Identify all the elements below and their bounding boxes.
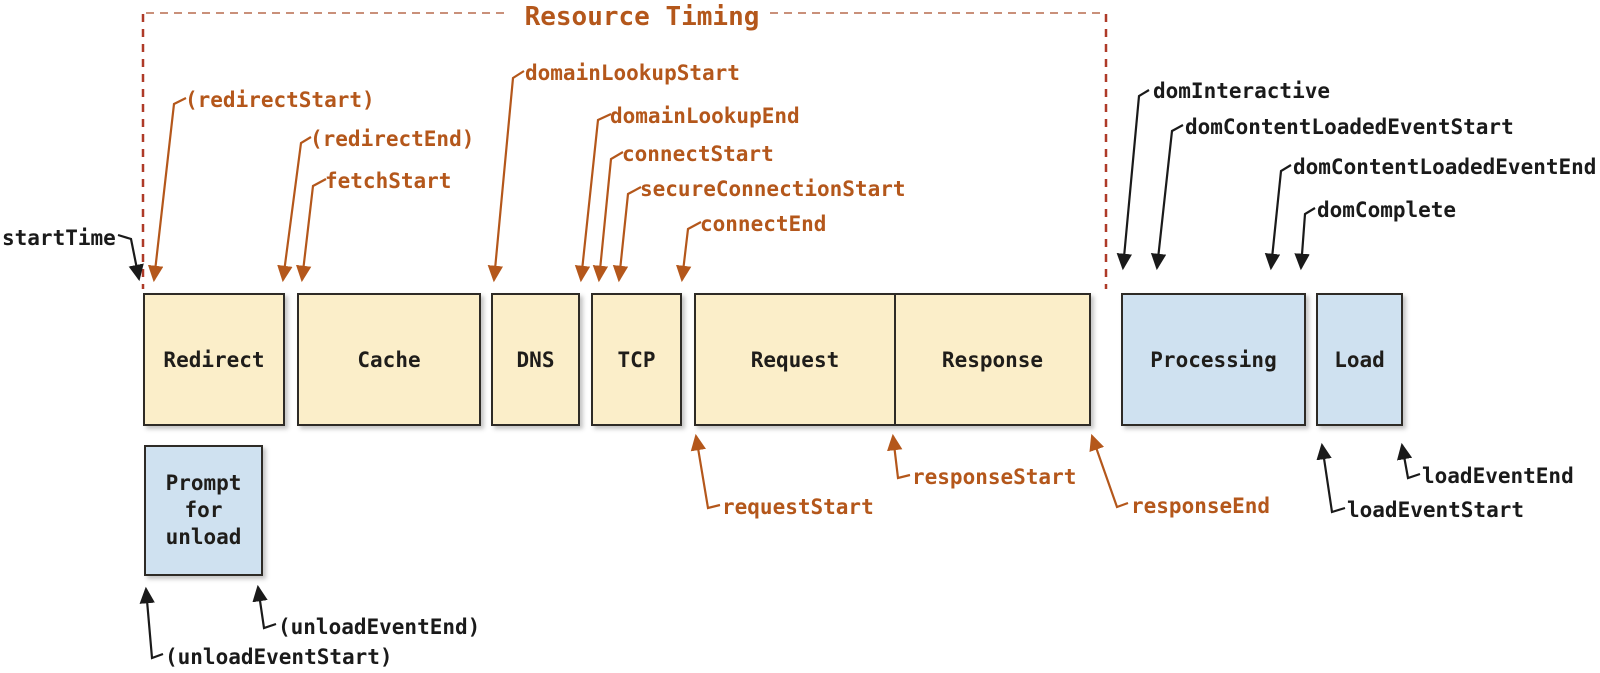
- phase-box-request-response: Request Response: [694, 293, 1091, 426]
- event-label-unload-event-start: (unloadEventStart): [165, 645, 393, 669]
- phase-label-response: Response: [941, 347, 1044, 372]
- arrow-load-event-start: [1316, 442, 1346, 514]
- phase-box-tcp: TCP: [591, 293, 682, 426]
- phase-box-request: Request: [696, 295, 894, 424]
- arrow-dom-complete: [1294, 207, 1316, 271]
- phase-box-response: Response: [894, 295, 1089, 424]
- phase-box-redirect: Redirect: [143, 293, 285, 426]
- arrow-secure-connection-start: [612, 186, 642, 283]
- event-label-load-event-end: loadEventEnd: [1422, 464, 1574, 488]
- event-label-unload-event-end: (unloadEventEnd): [278, 615, 481, 639]
- phase-box-cache: Cache: [297, 293, 481, 426]
- arrow-redirect-end: [277, 136, 312, 283]
- phase-label-redirect: Redirect: [163, 347, 265, 372]
- event-label-response-start: responseStart: [912, 465, 1077, 489]
- arrow-domain-lookup-start: [487, 70, 525, 283]
- phase-label-tcp: TCP: [617, 347, 656, 372]
- phase-label-load: Load: [1334, 347, 1385, 372]
- diagram-title: Resource Timing: [524, 2, 760, 32]
- arrow-request-start: [690, 433, 721, 510]
- event-label-fetch-start: fetchStart: [325, 169, 452, 193]
- arrow-dom-content-loaded-event-start: [1150, 124, 1184, 271]
- arrow-unload-event-start: [139, 586, 164, 660]
- event-label-redirect-end: (redirectEnd): [310, 127, 475, 151]
- phase-label-dns: DNS: [516, 347, 555, 372]
- event-label-redirect-start: (redirectStart): [185, 88, 375, 112]
- event-label-connect-end: connectEnd: [700, 212, 827, 236]
- event-label-dom-content-loaded-event-end: domContentLoadedEventEnd: [1293, 155, 1597, 179]
- arrow-unload-event-end: [252, 584, 277, 630]
- phase-box-load: Load: [1316, 293, 1403, 426]
- event-label-connect-start: connectStart: [622, 142, 774, 166]
- arrow-dom-interactive: [1116, 89, 1150, 271]
- phase-box-prompt-for-unload: Prompt for unload: [144, 445, 263, 576]
- arrow-redirect-start: [147, 97, 187, 283]
- event-label-dom-interactive: domInteractive: [1153, 79, 1331, 103]
- prompt-line-3: unload: [165, 524, 242, 549]
- phase-box-dns: DNS: [491, 293, 580, 426]
- prompt-line-2: for: [184, 498, 223, 523]
- event-label-response-end: responseEnd: [1131, 494, 1271, 518]
- event-label-secure-connection-start: secureConnectionStart: [640, 177, 906, 201]
- arrow-domain-lookup-end: [574, 113, 612, 283]
- arrow-start-time: [117, 233, 144, 282]
- phase-box-processing: Processing: [1121, 293, 1306, 426]
- event-label-start-time: startTime: [2, 226, 116, 250]
- phase-label-request: Request: [750, 347, 840, 372]
- event-label-dom-complete: domComplete: [1317, 198, 1457, 222]
- phase-label-processing: Processing: [1150, 347, 1277, 372]
- event-label-domain-lookup-start: domainLookupStart: [525, 61, 740, 85]
- arrow-response-end: [1089, 433, 1129, 509]
- arrow-connect-start: [592, 151, 624, 283]
- event-label-domain-lookup-end: domainLookupEnd: [610, 104, 800, 128]
- phase-label-cache: Cache: [357, 347, 421, 372]
- event-label-dom-content-loaded-event-start: domContentLoadedEventStart: [1185, 115, 1514, 139]
- arrow-connect-end: [676, 221, 702, 283]
- arrow-response-start: [887, 433, 911, 480]
- arrow-load-event-end: [1396, 442, 1421, 480]
- arrow-fetch-start: [296, 178, 327, 283]
- prompt-line-1: Prompt: [165, 471, 242, 496]
- event-label-load-event-start: loadEventStart: [1347, 498, 1525, 522]
- event-label-request-start: requestStart: [722, 495, 874, 519]
- arrow-dom-content-loaded-event-end: [1264, 164, 1292, 271]
